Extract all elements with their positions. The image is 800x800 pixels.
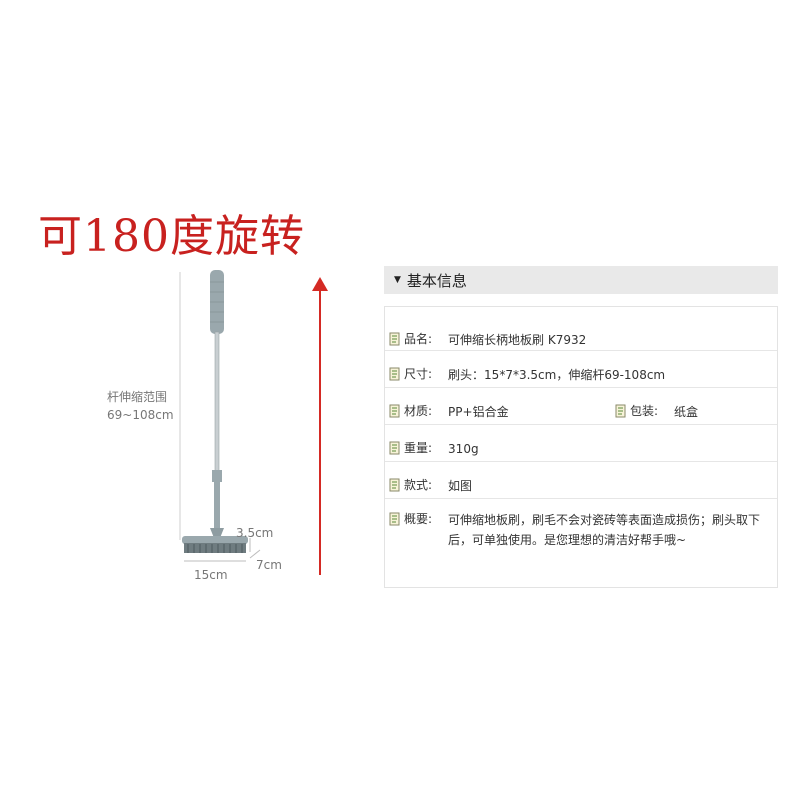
row-value: 310g xyxy=(448,442,479,456)
extension-range-label: 杆伸缩范围 69~108cm xyxy=(107,388,174,424)
document-icon xyxy=(389,441,400,455)
document-icon xyxy=(615,404,626,418)
info-header: ▼ 基本信息 xyxy=(384,266,778,294)
row-label: 重量: xyxy=(404,441,433,455)
info-row-size: 尺寸: 刷头：15*7*3.5cm，伸缩杆69-108cm xyxy=(385,351,777,388)
row-label: 概要: xyxy=(404,512,433,526)
packaging-value: 纸盒 xyxy=(674,405,699,419)
headline: 可180度旋转 xyxy=(38,211,305,262)
info-row-name: 品名: 可伸缩长柄地板刷 K7932 xyxy=(385,307,777,351)
row-value: 如图 xyxy=(448,479,473,493)
up-arrow-icon xyxy=(312,277,328,575)
row-value: PP+铝合金 xyxy=(448,405,509,419)
basic-info-panel: ▼ 基本信息 品名: 可伸缩长柄地板刷 K7932 尺寸: 刷头：15*7*3.… xyxy=(384,266,778,590)
row-label: 款式: xyxy=(404,478,433,492)
row-value: 可伸缩长柄地板刷 K7932 xyxy=(448,333,587,347)
dim-width-label: 15cm xyxy=(194,568,228,582)
info-header-title: 基本信息 xyxy=(406,271,467,290)
brush-product-image xyxy=(179,270,261,562)
document-icon xyxy=(389,404,400,418)
row-value: 可伸缩地板刷，刷毛不会对瓷砖等表面造成损伤；刷头取下后，可单独使用。是您理想的清… xyxy=(448,513,761,547)
document-icon xyxy=(389,332,400,346)
range-label-value: 69~108cm xyxy=(107,408,174,422)
dim-depth-label: 7cm xyxy=(256,558,282,572)
info-row-style: 款式: 如图 xyxy=(385,462,777,499)
packaging-label: 包装: xyxy=(630,404,659,418)
range-label-title: 杆伸缩范围 xyxy=(107,390,168,404)
info-table: 品名: 可伸缩长柄地板刷 K7932 尺寸: 刷头：15*7*3.5cm，伸缩杆… xyxy=(384,306,778,588)
info-row-summary: 概要: 可伸缩地板刷，刷毛不会对瓷砖等表面造成损伤；刷头取下后，可单独使用。是您… xyxy=(385,499,777,550)
document-icon xyxy=(389,367,400,381)
info-row-material: 材质: PP+铝合金 包装: 纸盒 xyxy=(385,388,777,425)
row-value: 刷头：15*7*3.5cm，伸缩杆69-108cm xyxy=(448,368,666,382)
row-label: 品名: xyxy=(404,332,433,346)
caret-down-icon: ▼ xyxy=(394,275,401,285)
document-icon xyxy=(389,512,400,526)
row-label: 材质: xyxy=(404,404,433,418)
row-label: 尺寸: xyxy=(404,367,433,381)
dim-height-label: 3.5cm xyxy=(236,526,274,540)
info-row-weight: 重量: 310g xyxy=(385,425,777,462)
document-icon xyxy=(389,478,400,492)
